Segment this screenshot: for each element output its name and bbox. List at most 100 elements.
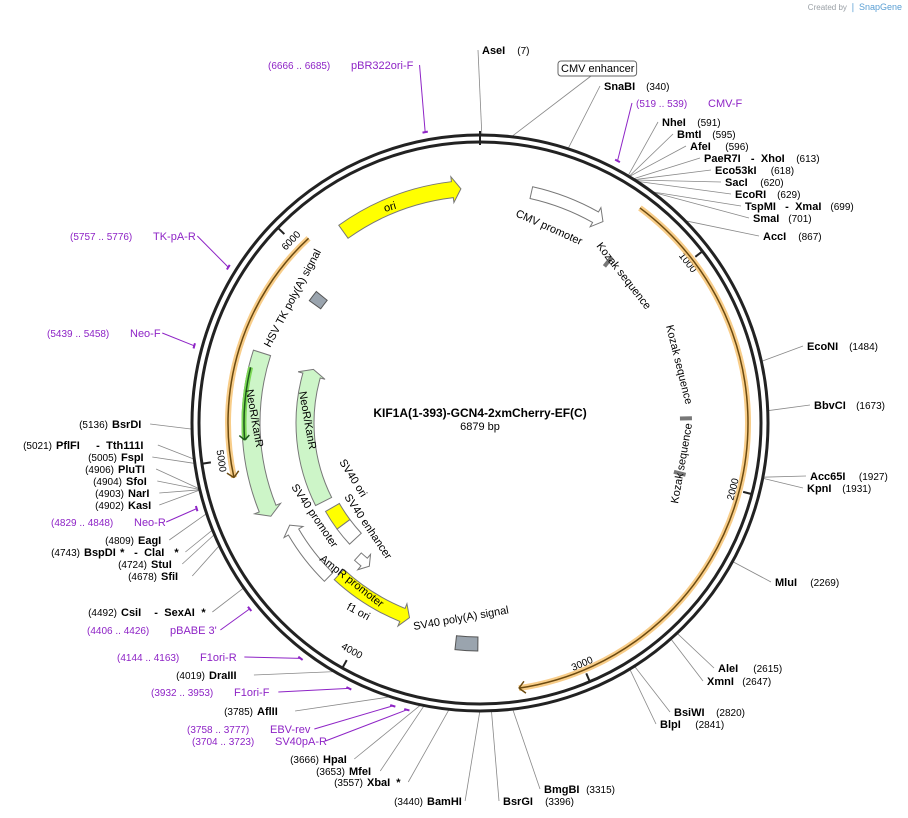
site-name-bspdi: BspDI (84, 547, 116, 559)
site-acc65i-15: Acc65I(1927) (810, 471, 888, 483)
site-dash-paer7i: - (751, 153, 755, 165)
leader-fspi (152, 456, 195, 464)
site-labels: AseI(7)CMV enhancerSnaBI(340)NheI(591)Bm… (23, 45, 888, 808)
site-pos-stui: (4724) (118, 560, 147, 571)
credit-prefix: Created by (807, 3, 847, 12)
site-pos-smai: (701) (788, 214, 811, 225)
site-ecori-9: EcoRI(629) (735, 189, 800, 201)
feature-label-ori: ori (383, 200, 398, 215)
primer-f1ori-f: (3932 .. 3953)F1ori-F (151, 687, 270, 699)
site-name-bmgbi: BmgBI (544, 784, 579, 796)
site-name-fspi: FspI (121, 452, 144, 464)
site-pos-snabi: (340) (646, 82, 669, 93)
site-cmv-enhancer-1: CMV enhancer (557, 60, 638, 77)
site-name-bsrdi: BsrDI (112, 419, 141, 431)
leader-tspmi (651, 191, 742, 207)
tick-mark-4000 (341, 659, 348, 669)
feature-ori-16 (338, 175, 462, 239)
feature-hsv-tk-poly-a-signal-15 (308, 290, 328, 310)
leader-alei (676, 632, 715, 669)
leader-mlui (732, 561, 772, 583)
primer-sv40pa-r: (3704 .. 3723)SV40pA-R (192, 736, 327, 748)
site-pos-alei: (2615) (753, 664, 782, 675)
feature-orange-arc-13-head (226, 470, 240, 479)
leader-eco53ki (634, 169, 712, 181)
site-nhei-3: NheI(591) (662, 117, 721, 129)
primer-leader-ebv-rev (314, 705, 393, 730)
site-xmni-19: XmnI(2647) (707, 676, 771, 688)
tick-label-4000: 4000 (339, 641, 364, 662)
primer-neo-f: (5439 .. 5458)Neo-F (47, 328, 161, 340)
site-star-bspdi: * (120, 547, 125, 559)
site-pos-pluti: (4906) (85, 465, 114, 476)
primer-name-neo-r: Neo-R (134, 517, 166, 529)
site-pos-csii: (4492) (88, 608, 117, 619)
site-bspdi-33: (4743)BspDI*-ClaI* (51, 547, 179, 559)
site-extra-paer7i: XhoI (761, 153, 785, 165)
site-acci-12: AccI(867) (763, 231, 822, 243)
site-name-saci: SacI (725, 177, 748, 189)
plasmid-length: 6879 bp (460, 421, 500, 433)
site-box-cmv-enhancer (557, 60, 638, 77)
site-pos-nhei: (591) (697, 118, 720, 129)
site-pos-blpi: (2841) (695, 720, 724, 731)
site-name-smai: SmaI (753, 213, 779, 225)
primer-name-neo-f: Neo-F (130, 328, 161, 340)
site-saci-8: SacI (620) (725, 177, 784, 189)
site-snabi-2: SnaBI (340) (604, 81, 669, 93)
primer-tk-pa-r: (5757 .. 5776)TK-pA-R (70, 231, 196, 243)
site-pos-sfoi: (4904) (93, 477, 122, 488)
primer-leader-pbabe-3- (220, 608, 250, 631)
leader-bamhi (464, 710, 481, 802)
leader-paer7i (632, 157, 701, 180)
site-pos-fspi: (5005) (88, 453, 117, 464)
leader-kasi (159, 489, 201, 506)
site-name-tspmi: TspMI (745, 201, 776, 213)
site-bsiwi-20: BsiWI(2820) (674, 707, 745, 719)
site-name-econi: EcoNI (807, 341, 838, 353)
site-extra-pflfi: Tth111I (106, 440, 143, 452)
site-extra-bspdi: ClaI (144, 547, 164, 559)
site-name-snabi: SnaBI (604, 81, 635, 93)
site-pos-xbai: (3557) (334, 778, 363, 789)
site-pos-afei: (596) (725, 142, 748, 153)
primer-range-cmv-f: (519 .. 539) (636, 99, 687, 110)
site-bsrgi-23: BsrGI(3396) (503, 796, 574, 808)
site-pflfi-40: (5021)PflFI-Tth111I (23, 440, 143, 452)
feature-neor-kanr-12 (295, 368, 333, 507)
site-pos-bsrgi: (3396) (545, 797, 574, 808)
feature-sv40-enhancer-10 (336, 518, 362, 545)
site-name-acci: AccI (763, 231, 786, 243)
feature-label-kozak-2: Kozak sequence (663, 324, 694, 406)
site-pos-saci: (620) (760, 178, 783, 189)
primer-name-f1ori-r: F1ori-R (200, 652, 237, 664)
feature-green-arc-14 (243, 367, 252, 441)
primer-pbabe-3-: (4406 .. 4426)pBABE 3' (87, 625, 217, 637)
leader-mfei (379, 705, 425, 772)
site-bmti-4: BmtI(595) (677, 129, 736, 141)
site-pos-mlui: (2269) (810, 578, 839, 589)
plasmid-name: KIF1A(1-393)-GCN4-2xmCherry-EF(C) (373, 406, 586, 420)
snapgene-logo-icon: ❘ (849, 2, 857, 12)
feature-cmv-promoter-0 (529, 186, 604, 228)
site-name-hpai: HpaI (323, 754, 347, 766)
site-star-xbai: * (396, 777, 401, 789)
site-name-sfii: SfiI (161, 571, 178, 583)
site-name-mfei: MfeI (349, 766, 371, 778)
leader-smai (651, 191, 750, 219)
site-sfoi-37: (4904)SfoI (93, 476, 147, 488)
site-eco53ki-7: Eco53kI(618) (715, 165, 794, 177)
primer-range-pbr322ori-f: (6666 .. 6685) (268, 61, 330, 72)
primer-leader-pbr322ori-f (419, 64, 426, 133)
plasmid-center: KIF1A(1-393)-GCN4-2xmCherry-EF(C) 6879 b… (373, 406, 586, 433)
tick-label-5000: 5000 (214, 449, 228, 473)
feature-label-sv40-polya: SV40 poly(A) signal (412, 604, 509, 633)
feature-label-kozak-1: Kozak sequence (594, 240, 654, 311)
site-name-csii: CsiI (121, 607, 141, 619)
site-name-afei: AfeI (690, 141, 711, 153)
primer-range-f1ori-f: (3932 .. 3953) (151, 688, 213, 699)
site-name-eagi: EagI (138, 535, 161, 547)
tick-mark-2000 (742, 490, 753, 496)
site-fspi-39: (5005) FspI (88, 452, 144, 464)
primer-leader-neo-f (162, 332, 195, 347)
